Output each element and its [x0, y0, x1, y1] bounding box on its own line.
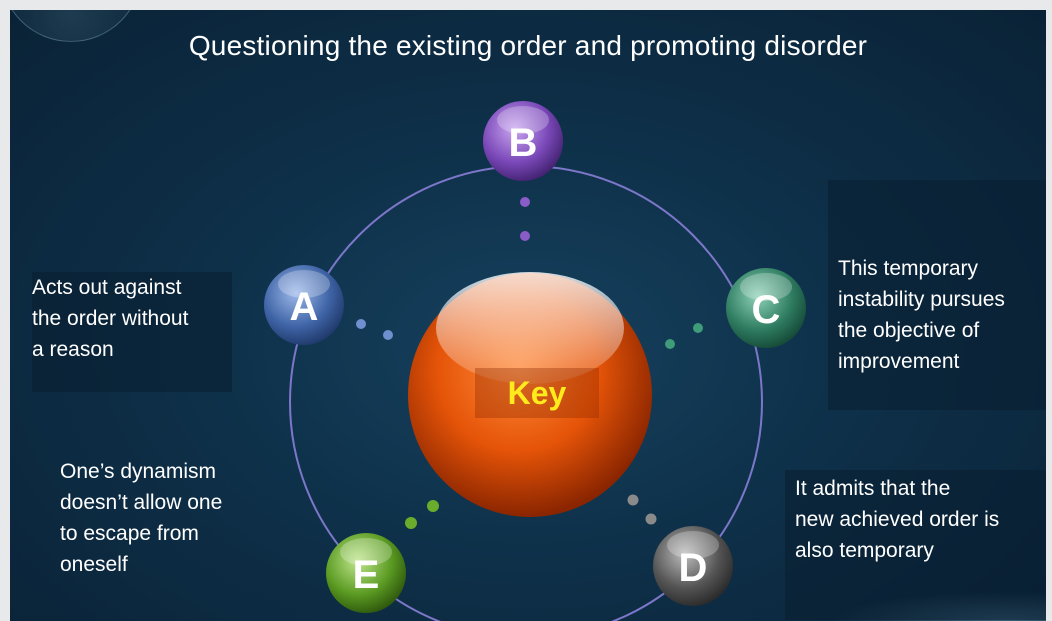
connector-dots-b [520, 197, 530, 241]
connector-dots-a [356, 319, 393, 340]
node-b: B [483, 101, 563, 181]
node-c: C [726, 268, 806, 348]
center-key-label: Key [475, 368, 599, 418]
connector-dots-d [627, 494, 657, 525]
node-e-letter: E [353, 553, 380, 597]
connector-dots-e [405, 500, 439, 529]
slide: Questioning the existing order and promo… [10, 10, 1046, 621]
node-d: D [653, 526, 733, 606]
node-e-description: One’s dynamism doesn’t allow one to esca… [60, 460, 223, 576]
node-e: E [326, 533, 406, 613]
slide-title: Questioning the existing order and promo… [188, 30, 868, 61]
node-d-description: It admits that the new achieved order is… [785, 470, 1046, 620]
node-c-description-text: This temporary instability pursues the o… [838, 257, 1005, 373]
key-diagram: B A C D E [264, 101, 806, 621]
node-a-description: Acts out against the order without a rea… [32, 272, 232, 392]
connector-dots-c [665, 323, 703, 349]
center-sphere [408, 272, 652, 517]
node-a: A [264, 265, 344, 345]
node-a-letter: A [290, 285, 319, 329]
node-c-description: This temporary instability pursues the o… [828, 180, 1046, 410]
node-c-letter: C [752, 288, 781, 332]
node-d-letter: D [679, 546, 708, 590]
node-b-letter: B [509, 121, 538, 165]
node-d-description-text: It admits that the new achieved order is… [795, 477, 1000, 562]
